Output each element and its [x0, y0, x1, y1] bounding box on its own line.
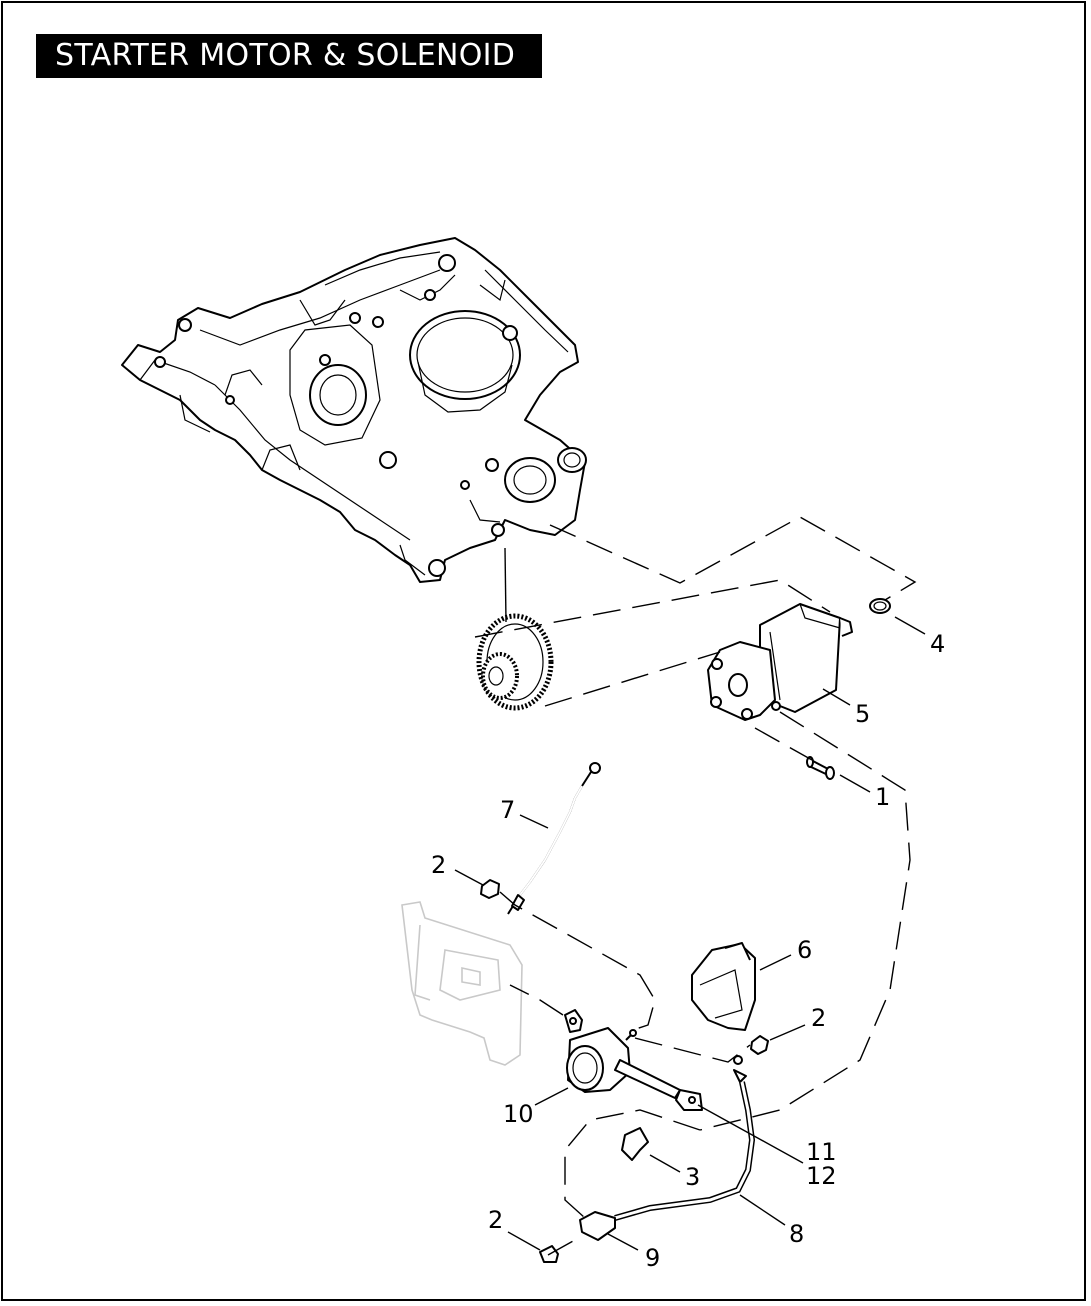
mounting-bracket — [401, 901, 523, 1066]
crankcase — [121, 237, 587, 583]
callout-labels: 1 2 2 2 3 4 5 6 7 8 9 10 11 12 — [431, 630, 945, 1272]
callout-10: 10 — [503, 1100, 534, 1128]
callout-1: 1 — [875, 783, 890, 811]
callout-2-lower: 2 — [488, 1206, 503, 1234]
nut-upper — [480, 879, 500, 899]
mounting-screw — [806, 756, 835, 780]
callout-2-right: 2 — [811, 1004, 826, 1032]
callout-2-upper: 2 — [431, 851, 446, 879]
starter-solenoid — [564, 1009, 637, 1093]
callout-11: 11 — [806, 1138, 837, 1166]
callout-12: 12 — [806, 1162, 837, 1190]
leader-lines — [454, 616, 926, 1251]
cable-clip — [621, 1127, 649, 1161]
ring-gear — [476, 613, 554, 711]
solenoid-connector — [614, 1059, 703, 1111]
positive-cable — [507, 762, 601, 915]
callout-3: 3 — [685, 1163, 700, 1191]
callout-4: 4 — [930, 630, 945, 658]
callout-5: 5 — [855, 700, 870, 728]
assembly-lines — [474, 516, 917, 1256]
nut-right — [750, 1035, 769, 1055]
o-ring — [869, 598, 891, 614]
callout-6: 6 — [797, 936, 812, 964]
o-ring-inner — [873, 601, 887, 611]
callout-7: 7 — [500, 796, 515, 824]
callout-8: 8 — [789, 1220, 804, 1248]
solenoid-cover — [691, 942, 756, 1031]
callout-9: 9 — [645, 1244, 660, 1272]
starter-motor — [707, 603, 853, 721]
diagram-title: STARTER MOTOR & SOLENOID — [36, 34, 542, 78]
negative-cable — [579, 1055, 756, 1241]
